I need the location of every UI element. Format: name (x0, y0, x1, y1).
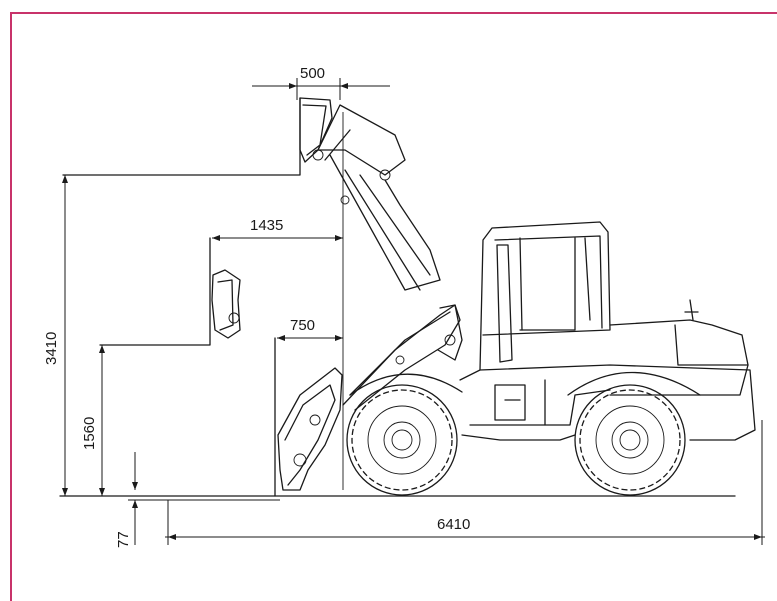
dim-1560: 1560 (81, 345, 105, 496)
dim-6410: 6410 (165, 420, 765, 545)
dim-750: 750 (277, 317, 343, 341)
dump-height-reference (99, 237, 211, 346)
top-height-reference (62, 97, 301, 176)
dim-500: 500 (252, 65, 390, 100)
dim-1435-label: 1435 (250, 217, 283, 234)
dim-1435: 1435 (212, 217, 343, 241)
bucket-lowered (277, 367, 343, 491)
dim-3410-label: 3410 (43, 332, 60, 365)
dim-750-label: 750 (290, 317, 315, 334)
bucket-dump-position (211, 269, 241, 339)
dim-6410-label: 6410 (437, 516, 470, 533)
drawing-frame (10, 12, 777, 601)
dim-1560-label: 1560 (81, 417, 98, 450)
dim-77-label: 77 (115, 531, 132, 548)
loader-body (349, 221, 756, 441)
dim-77: 77 (115, 452, 280, 548)
front-wheel (346, 384, 458, 496)
boom-arm-lowered (342, 304, 463, 411)
dim-500-label: 500 (300, 65, 325, 82)
dim-3410: 3410 (43, 175, 68, 496)
boom-arm-raised (317, 104, 441, 291)
rear-wheel (574, 384, 686, 496)
